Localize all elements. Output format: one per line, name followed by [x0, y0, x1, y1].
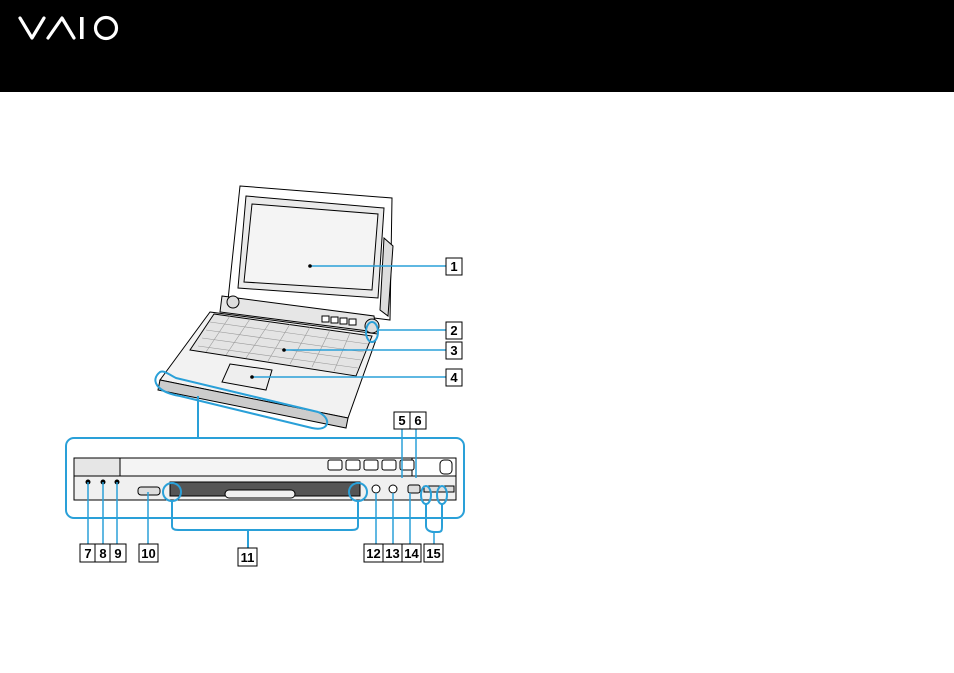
callout-14-label: 14	[404, 546, 419, 561]
callout-7: 7	[80, 544, 96, 562]
callout-3: 3	[446, 342, 462, 359]
callout-4: 4	[446, 369, 462, 386]
callout-10-label: 10	[141, 546, 155, 561]
callout-12: 12	[364, 544, 383, 562]
callout-2: 2	[446, 322, 462, 339]
callout-9-label: 9	[114, 546, 121, 561]
callout-15: 15	[424, 544, 443, 562]
callout-8: 8	[95, 544, 111, 562]
callout-1-label: 1	[450, 259, 457, 274]
callout-1: 1	[446, 258, 462, 275]
callout-9: 9	[110, 544, 126, 562]
callout-11: 11	[238, 548, 257, 566]
callout-2-label: 2	[450, 323, 457, 338]
callout-5-label: 5	[398, 413, 405, 428]
callout-8-label: 8	[99, 546, 106, 561]
front-panel-view	[74, 458, 456, 500]
callout-14: 14	[402, 544, 421, 562]
laptop-open-view	[158, 186, 393, 428]
callout-6: 6	[410, 412, 426, 429]
callout-3-label: 3	[450, 343, 457, 358]
callout-4-label: 4	[450, 370, 458, 385]
callout-10: 10	[139, 544, 158, 562]
callout-15-label: 15	[426, 546, 440, 561]
callout-7-label: 7	[84, 546, 91, 561]
speaker-bracket	[172, 502, 358, 530]
callout-6-label: 6	[414, 413, 421, 428]
callout-13: 13	[383, 544, 402, 562]
callout-12-label: 12	[366, 546, 380, 561]
callout-11-label: 11	[241, 550, 255, 565]
callout-5: 5	[394, 412, 410, 429]
callout-13-label: 13	[385, 546, 399, 561]
